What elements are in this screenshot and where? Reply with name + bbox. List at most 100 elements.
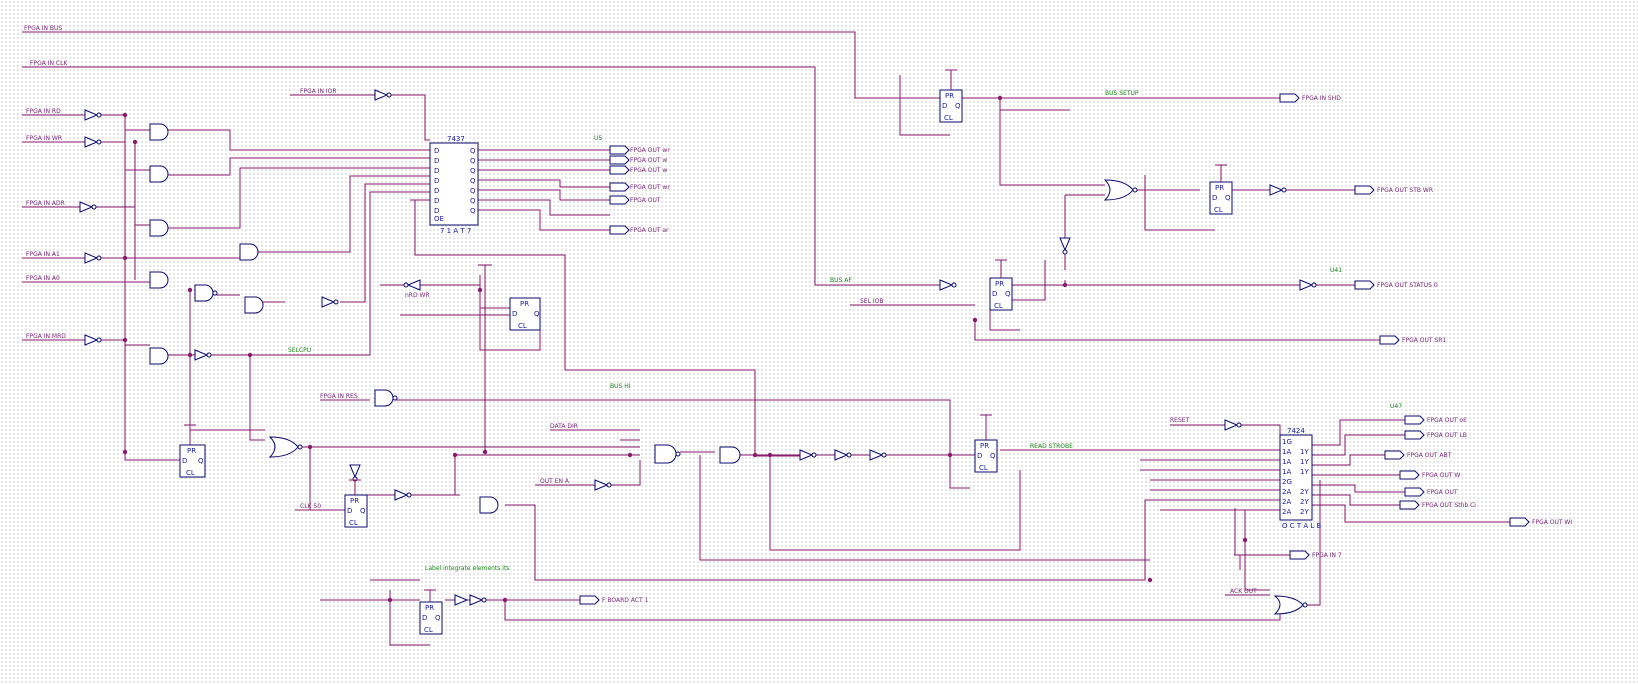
svg-text:Q: Q bbox=[470, 177, 476, 185]
svg-text:1Y: 1Y bbox=[1300, 468, 1309, 476]
svg-text:D: D bbox=[434, 147, 439, 155]
port-6: FPGA OUT w bbox=[609, 165, 667, 175]
and-gate-8 bbox=[149, 347, 169, 365]
sig-top-1: FPGA IN BUS bbox=[24, 25, 62, 32]
svg-text:FPGA OUT wr: FPGA OUT wr bbox=[630, 147, 670, 154]
port-17: FPGA IN 7 bbox=[1289, 550, 1342, 560]
svg-text:FPGA OUT oE: FPGA OUT oE bbox=[1427, 417, 1467, 424]
svg-text:PR: PR bbox=[1215, 184, 1224, 192]
svg-text:FPGA OUT LB: FPGA OUT LB bbox=[1427, 432, 1467, 439]
sig-left-5: FPGA IN A0 bbox=[26, 275, 60, 282]
svg-text:PR: PR bbox=[350, 497, 359, 505]
svg-text:FPGA OUT: FPGA OUT bbox=[1427, 489, 1458, 496]
svg-text:D: D bbox=[977, 452, 982, 460]
svg-text:D: D bbox=[942, 102, 947, 110]
sig-left-6: FPGA IN MRD bbox=[26, 333, 66, 340]
port-12: FPGA OUT ABT bbox=[1384, 450, 1452, 460]
chip-7437-part: 7437 bbox=[447, 135, 465, 143]
svg-text:D: D bbox=[434, 197, 439, 205]
svg-text:CL: CL bbox=[424, 626, 433, 634]
svg-text:FPGA OUT: FPGA OUT bbox=[630, 197, 661, 204]
sig-p1: nRD WR bbox=[405, 292, 430, 299]
svg-text:2Y: 2Y bbox=[1300, 498, 1309, 506]
port-14: FPGA OUT bbox=[1404, 487, 1458, 497]
and-gate-4 bbox=[239, 243, 259, 261]
inverter-gate-2 bbox=[84, 136, 102, 148]
inverter-gate-19 bbox=[1224, 419, 1242, 431]
port-5: FPGA OUT w bbox=[609, 155, 667, 165]
svg-text:Q: Q bbox=[470, 197, 476, 205]
svg-text:FPGA OUT ABT: FPGA OUT ABT bbox=[1407, 452, 1452, 459]
port-16: FPGA OUT WI bbox=[1509, 517, 1572, 527]
inverter-gate-5 bbox=[84, 334, 102, 346]
svg-text:CL: CL bbox=[518, 322, 527, 330]
sig-left-2: FPGA IN WR bbox=[26, 135, 62, 142]
svg-text:Q: Q bbox=[470, 147, 476, 155]
svg-text:FPGA OUT WI: FPGA OUT WI bbox=[1532, 519, 1572, 526]
svg-text:PR: PR bbox=[425, 604, 434, 612]
chip-7424-subtitle: O C T A L B bbox=[1282, 522, 1321, 530]
nand-gate-2 bbox=[654, 444, 681, 464]
svg-text:2Y: 2Y bbox=[1300, 508, 1309, 516]
net-label-note: Label integrate elements its bbox=[425, 565, 509, 572]
port-11: FPGA OUT LB bbox=[1404, 430, 1467, 440]
inverter-gate-1 bbox=[84, 109, 102, 121]
svg-text:CL: CL bbox=[944, 114, 953, 122]
port-8: FPGA OUT bbox=[609, 195, 661, 205]
svg-text:Q: Q bbox=[534, 310, 540, 318]
svg-text:PR: PR bbox=[980, 442, 989, 450]
inverter-gate-17 bbox=[1269, 184, 1287, 196]
svg-text:CL: CL bbox=[349, 519, 358, 527]
svg-text:D: D bbox=[182, 457, 187, 465]
net-sel-cpu: SELCPU bbox=[288, 347, 311, 354]
svg-text:1A: 1A bbox=[1282, 458, 1291, 466]
svg-text:D: D bbox=[347, 507, 352, 515]
svg-text:FPGA OUT STATUS 0: FPGA OUT STATUS 0 bbox=[1377, 282, 1438, 289]
svg-text:FPGA OUT ar: FPGA OUT ar bbox=[630, 227, 669, 234]
svg-text:FPGA OUT W: FPGA OUT W bbox=[1422, 472, 1460, 479]
logic-gates bbox=[149, 123, 1308, 615]
inverter-gate-22 bbox=[454, 594, 469, 606]
svg-text:2G: 2G bbox=[1282, 478, 1292, 486]
svg-text:Q: Q bbox=[1005, 290, 1011, 298]
svg-text:CL: CL bbox=[1214, 206, 1223, 214]
inverter-gate-6 bbox=[374, 89, 392, 101]
svg-text:Q: Q bbox=[435, 614, 441, 622]
junctions bbox=[122, 95, 1248, 603]
svg-text:Q: Q bbox=[470, 187, 476, 195]
svg-text:Q: Q bbox=[990, 452, 996, 460]
svg-text:FPGA OUT SR1: FPGA OUT SR1 bbox=[1402, 337, 1446, 344]
sig-left-1: FPGA IN RD bbox=[26, 108, 61, 115]
svg-text:FPGA OUT STB WR: FPGA OUT STB WR bbox=[1377, 187, 1433, 194]
svg-text:D: D bbox=[434, 187, 439, 195]
svg-text:PR: PR bbox=[187, 447, 196, 455]
svg-text:PR: PR bbox=[995, 280, 1004, 288]
inverter-gate-8 bbox=[321, 296, 339, 308]
svg-text:D: D bbox=[422, 614, 427, 622]
svg-text:FPGA OUT w: FPGA OUT w bbox=[630, 167, 667, 174]
svg-text:PR: PR bbox=[945, 92, 954, 100]
svg-text:D: D bbox=[992, 290, 997, 298]
port-2: FPGA OUT STATUS 0 bbox=[1354, 280, 1438, 290]
nand-gate-1 bbox=[374, 389, 398, 407]
svg-text:CL: CL bbox=[994, 302, 1003, 310]
inverter-gate-13 bbox=[834, 449, 852, 461]
svg-text:FPGA IN 7: FPGA IN 7 bbox=[1312, 552, 1342, 559]
sig-top-2: FPGA IN CLK bbox=[30, 60, 68, 67]
inverter-gate-14 bbox=[869, 449, 887, 461]
svg-text:F BOARD ACT 1: F BOARD ACT 1 bbox=[602, 597, 649, 604]
sig-p2: SEL IOB bbox=[860, 298, 883, 305]
port-4: FPGA OUT wr bbox=[609, 145, 670, 155]
chip-7437-subtitle: 7 1 A T 7 bbox=[440, 227, 471, 235]
net-bus-hi: BUS HI bbox=[610, 383, 631, 390]
svg-text:1Y: 1Y bbox=[1300, 448, 1309, 456]
svg-text:Q: Q bbox=[470, 207, 476, 215]
